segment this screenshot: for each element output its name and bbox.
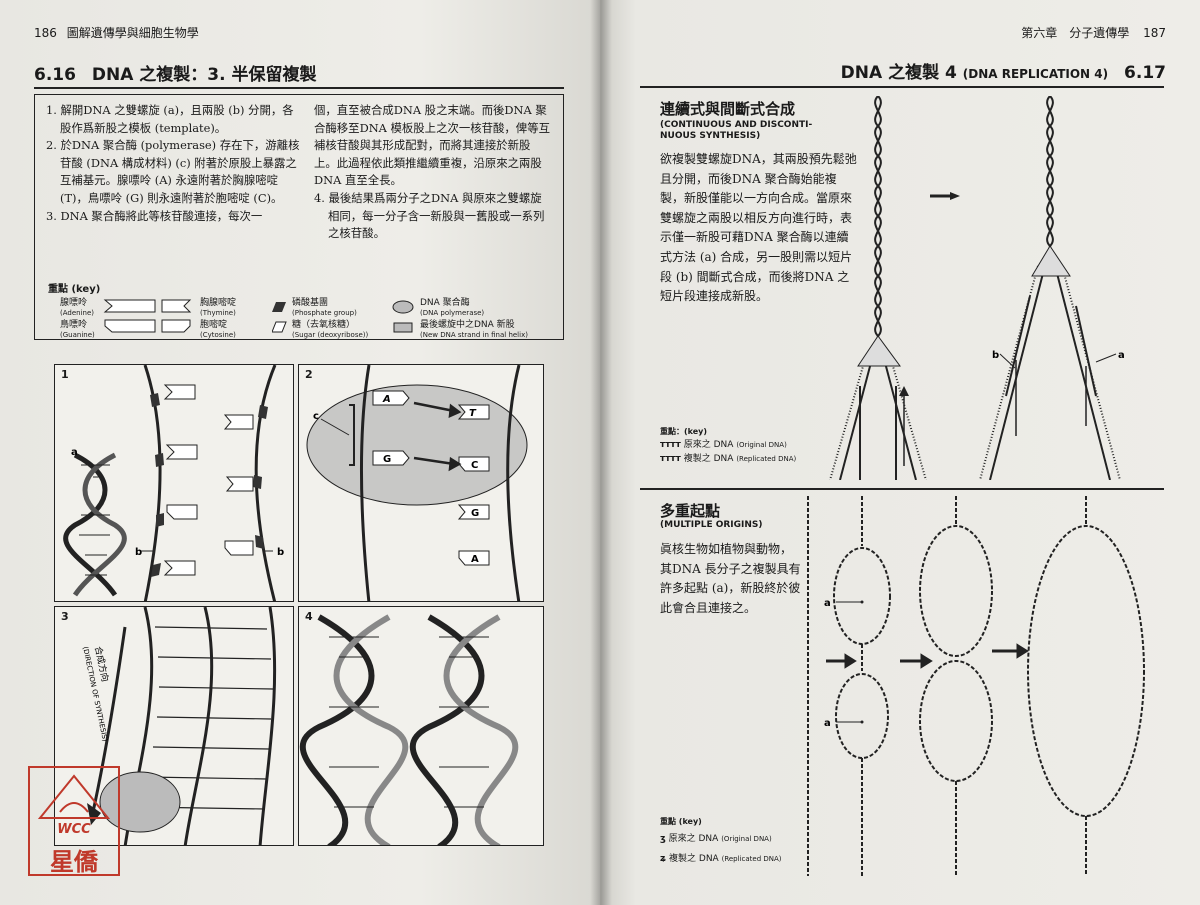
multiple-origins-title-en: (MULTIPLE ORIGINS) (660, 520, 763, 530)
stamp-logo (37, 774, 111, 819)
right-section-number: 6.17 (1124, 63, 1166, 83)
key-adenine: 腺嘌呤(Adenine) (60, 298, 95, 317)
original-dna-icon: ᴛᴛᴛᴛ (660, 440, 681, 450)
panel-2: 2 c A T G C G A (298, 364, 544, 602)
continuous-body-text: 欲複製雙螺旋DNA，其兩股預先鬆弛且分開，而後DNA 聚合酶始能複製，新股僅能以… (660, 152, 857, 304)
multiple-origins-body-text: 眞核生物如植物與動物，其DNA 長分子之複製具有許多起點 (a)，新股終於彼此會… (660, 542, 801, 615)
right-heading-rule (640, 86, 1164, 88)
stamp-text-cn: 星僑 (50, 848, 98, 876)
publisher-stamp: WCC 星僑 (28, 766, 120, 876)
key-thymine: 胸腺嘧啶(Thymine) (200, 298, 237, 317)
continuous-title-cn: 連續式與間斷式合成 (660, 100, 796, 118)
origin-label-a-2: a (824, 718, 831, 729)
right-running-head: 第六章 分子遺傳學 187 (1021, 24, 1166, 41)
right-section-title: DNA 之複製 4 (840, 63, 957, 83)
right-page-number: 187 (1143, 26, 1166, 40)
panel-3-number: 3 (61, 610, 69, 623)
left-key-title: 重點 (key) (48, 284, 101, 295)
label-A-pair: A (382, 394, 391, 405)
panel-2-number: 2 (305, 368, 313, 381)
left-page: 186 圖解遺傳學與細胞生物學 6.16 DNA 之複製：3. 半保留複製 1.… (0, 0, 600, 905)
left-running-title: 圖解遺傳學與細胞生物學 (66, 26, 199, 40)
continuous-key-title: 重點：(key) (660, 427, 708, 436)
key-polymerase: DNA 聚合酶(DNA polymerase) (420, 298, 485, 317)
panel-3: 3 合成方向 (DIRECTION OF SYNTHESIS) (54, 606, 294, 846)
right-page: 第六章 分子遺傳學 187 DNA 之複製 4 (DNA REPLICATION… (600, 0, 1200, 905)
replication-bubbles-illustration: a a (807, 496, 1145, 876)
key-cytosine: 胞嘧啶(Cytosine) (200, 320, 236, 339)
left-section-heading: 6.16 DNA 之複製：3. 半保留複製 (34, 60, 317, 85)
step-2-text: 2. 於DNA 聚合酶 (polymerase) 存在下，游離核苷酸 (DNA … (46, 138, 300, 205)
continuous-title-en: (CONTINUOUS AND DISCONTI-NUOUS SYNTHESIS… (660, 120, 813, 141)
panel-1-number: 1 (61, 368, 69, 381)
original-zigzag-icon: ʒ (660, 834, 666, 844)
panel-1: 1 (54, 364, 294, 602)
pyrimidine-key-shapes (161, 299, 192, 333)
step-4-text: 4. 最後結果爲兩分子之DNA 與原來之雙螺旋相同，每一分子含一新股與一舊股或一… (314, 190, 545, 241)
replicated-zigzag-icon: ʑ (660, 854, 667, 864)
right-running-title: 第六章 分子遺傳學 (1021, 26, 1130, 40)
replication-fork-illustration: b a (829, 96, 1125, 480)
left-section-number: 6.16 (34, 65, 76, 85)
key-sugar: 糖（去氧核糖）(Sugar (deoxyribose)) (292, 320, 369, 339)
multiple-origins-title-cn: 多重起點 (660, 502, 721, 520)
label-T-pair: T (469, 408, 477, 419)
phosphate-sugar-key-shapes (272, 302, 287, 333)
origin-label-a-1: a (824, 598, 831, 609)
two-daughter-helices-illustration (299, 614, 519, 845)
left-text-box (34, 94, 564, 340)
left-running-head: 186 圖解遺傳學與細胞生物學 (34, 24, 199, 41)
fork-label-a: a (1118, 350, 1125, 361)
label-a: a (71, 447, 78, 458)
panel-4: 4 (298, 606, 544, 846)
left-page-number: 186 (34, 26, 57, 40)
key-phosphate: 磷酸基團(Phosphate group) (292, 298, 357, 317)
purine-key-shapes (103, 299, 156, 333)
label-A-free: A (471, 554, 479, 565)
left-text-col1: 1. 解開DNA 之雙螺旋 (a)，且兩股 (b) 分開，各股作爲新股之模板 (… (46, 102, 300, 225)
multiple-origins-key-title: 重點 (key) (660, 817, 702, 826)
label-c: c (313, 411, 319, 422)
label-b-right: b (277, 547, 284, 558)
label-G-free: G (471, 508, 479, 519)
label-b-left: b (135, 547, 142, 558)
right-section-heading: DNA 之複製 4 (DNA REPLICATION 4) 6.17 (841, 58, 1166, 83)
polymerase-pairing-illustration: c A T G C G A (306, 365, 528, 601)
label-C-pair: C (471, 460, 478, 471)
step-3-text: 3. DNA 聚合酶將此等核苷酸連接，每次一 (46, 208, 263, 223)
left-section-title: DNA 之複製：3. 半保留複製 (91, 65, 317, 85)
replicated-dna-icon: ᴛᴛᴛᴛ (660, 454, 681, 464)
left-heading-rule (34, 87, 564, 89)
stamp-text-en: WCC (57, 822, 91, 837)
fork-label-b: b (992, 350, 999, 361)
multiple-origins-key-replicated: ʑ 複製之 DNA (Replicated DNA) (660, 854, 782, 864)
unwinding-helix-illustration: a b b (63, 365, 284, 601)
continuous-key-original: ᴛᴛᴛᴛ 原來之 DNA (Original DNA) (660, 440, 787, 450)
continuous-key-replicated: ᴛᴛᴛᴛ 複製之 DNA (Replicated DNA) (660, 454, 797, 464)
synthesis-direction-illustration: 合成方向 (DIRECTION OF SYNTHESIS) (81, 607, 277, 845)
mid-section-rule (640, 488, 1164, 490)
key-guanine: 鳥嘌呤(Guanine) (60, 320, 95, 339)
right-section-title-en: (DNA REPLICATION 4) (962, 67, 1109, 81)
label-G-pair: G (383, 454, 391, 465)
book-gutter (590, 0, 612, 905)
key-new-strand: 最後螺旋中之DNA 新股(New DNA strand in final hel… (420, 320, 528, 339)
panel-4-number: 4 (305, 610, 313, 623)
step-3-cont-text: 個，直至被合成DNA 股之末端。而後DNA 聚合酶移至DNA 模板股上之次一核苷… (314, 103, 550, 188)
step-1-text: 1. 解開DNA 之雙螺旋 (a)，且兩股 (b) 分開，各股作爲新股之模板 (… (46, 103, 294, 135)
left-text-col2: 個，直至被合成DNA 股之末端。而後DNA 聚合酶移至DNA 模板股上之次一核苷… (314, 102, 552, 243)
polymerase-key-shapes (392, 300, 414, 333)
multiple-origins-key-original: ʒ 原來之 DNA (Original DNA) (660, 834, 772, 844)
